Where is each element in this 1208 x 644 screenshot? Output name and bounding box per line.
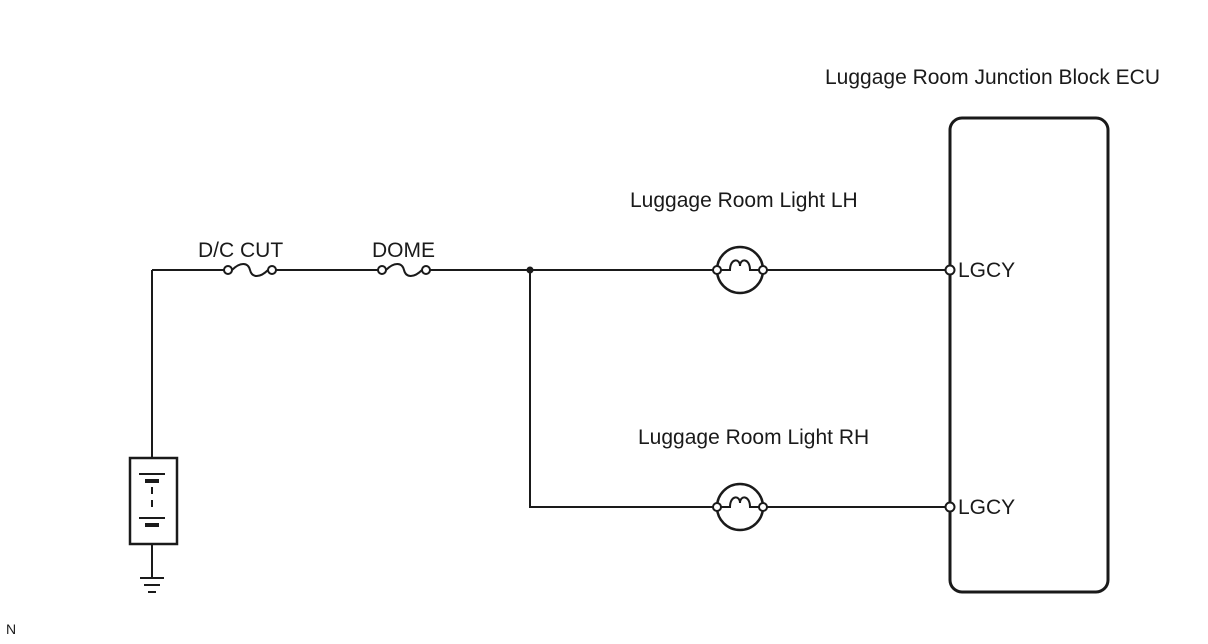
fuse-dome-label: DOME	[372, 239, 435, 262]
light-rh-bulb-icon	[712, 482, 768, 532]
fuse-dc-cut	[223, 263, 277, 277]
wire-branch	[529, 270, 950, 508]
ecu-pin-label-top: LGCY	[958, 259, 1015, 282]
ground-icon	[140, 544, 164, 593]
fuse-dome	[377, 263, 431, 277]
light-lh-bulb-icon	[712, 245, 768, 295]
junction-dot	[526, 266, 534, 274]
ecu-pin-lgcy-top	[944, 264, 956, 276]
ecu-pin-label-bottom: LGCY	[958, 496, 1015, 519]
light-rh-label: Luggage Room Light RH	[638, 426, 869, 449]
ecu-pin-lgcy-bottom	[944, 501, 956, 513]
light-lh-label: Luggage Room Light LH	[630, 189, 858, 212]
ecu-title: Luggage Room Junction Block ECU	[825, 66, 1160, 89]
battery-icon	[128, 456, 179, 546]
corner-mark: N	[6, 621, 16, 637]
fuse-dc-cut-label: D/C CUT	[198, 239, 283, 262]
ecu-box	[948, 116, 1110, 594]
